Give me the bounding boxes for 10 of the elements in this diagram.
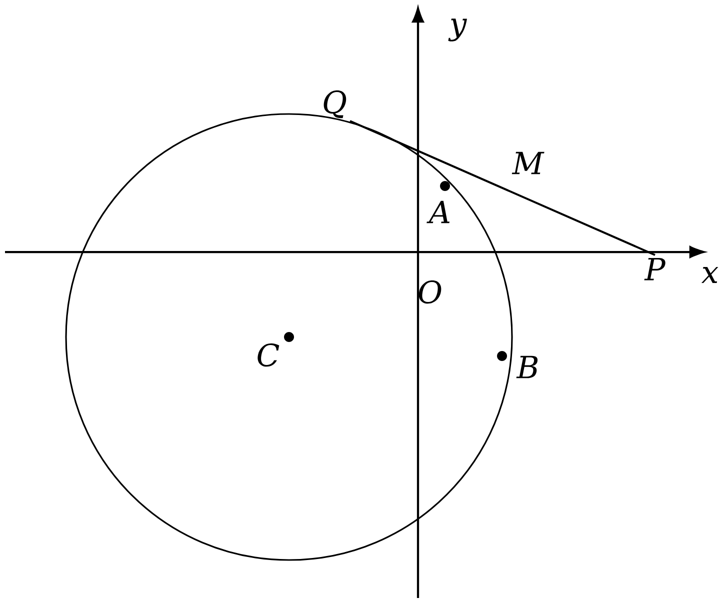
edge-label: M [512, 152, 544, 174]
point-label: x [701, 267, 718, 283]
point-label: C [258, 343, 280, 367]
point-label: A [426, 200, 450, 224]
point-label: Q [324, 90, 346, 118]
point-label: y [448, 18, 467, 42]
point-label: B [516, 356, 538, 378]
point-label: P [644, 258, 666, 280]
point-label: O [418, 280, 442, 304]
line-segment [350, 120, 656, 256]
